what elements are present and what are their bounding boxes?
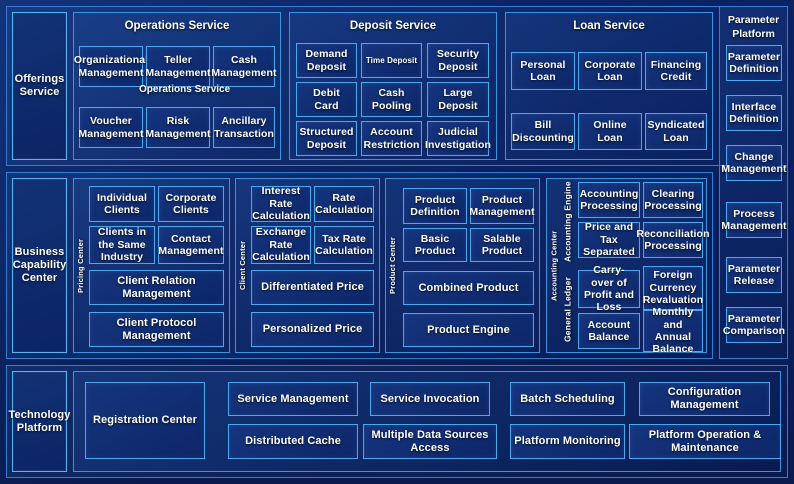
cell-platform-operation-and-maintenance[interactable]: Platform Operation & Maintenance	[629, 424, 781, 459]
cell-financing-credit[interactable]: Financing Credit	[645, 52, 707, 90]
cell-tax-rate-calculation[interactable]: Tax Rate Calculation	[314, 226, 374, 264]
cell-clearing-processing[interactable]: Clearing Processing	[643, 182, 703, 218]
cell-interface-definition[interactable]: Interface Definition	[726, 95, 782, 131]
cell-personal-loan[interactable]: Personal Loan	[511, 52, 575, 90]
cell-product-management[interactable]: Product Management	[469, 188, 534, 224]
vlabel-general-ledger: General Ledger	[562, 276, 573, 342]
cell-teller-management[interactable]: Teller Management	[145, 46, 211, 87]
cell-time-deposit[interactable]: Time Deposit	[361, 43, 422, 78]
cell-client-relation-management[interactable]: Client Relation Management	[89, 270, 224, 305]
cell-cash-management[interactable]: Cash Management	[211, 46, 276, 87]
cell-carry-over-of-profit-and-loss[interactable]: Carry-over of Profit and Loss	[578, 264, 640, 313]
cell-ancillary-transaction[interactable]: Ancillary Transaction	[213, 107, 275, 148]
cell-clients-in-the-same-industry[interactable]: Clients in the Same Industry	[89, 226, 155, 264]
cell-cash-pooling[interactable]: Cash Pooling	[361, 82, 422, 117]
cell-voucher-management[interactable]: Voucher Management	[78, 107, 143, 148]
cell-interest-rate-calculation[interactable]: Interest Rate Calculation	[251, 185, 311, 223]
vlabel-accounting-engine: Accounting Engine	[562, 181, 573, 263]
group-title-deposit-service: Deposit Service	[349, 20, 437, 32]
cell-online-loan[interactable]: Online Loan	[578, 113, 642, 150]
cell-security-deposit[interactable]: Security Deposit	[427, 43, 489, 78]
cell-account-restriction[interactable]: Account Restriction	[361, 121, 422, 156]
cell-corporate-clients[interactable]: Corporate Clients	[158, 186, 224, 222]
vlabel-product-center: Product Center	[388, 237, 397, 294]
cell-differentiated-price[interactable]: Differentiated Price	[251, 270, 374, 305]
cell-platform-monitoring[interactable]: Platform Monitoring	[510, 424, 625, 459]
cell-syndicated-loan[interactable]: Syndicated Loan	[645, 113, 707, 150]
cell-individual-clients[interactable]: Individual Clients	[89, 186, 155, 222]
cell-reconciliation-processing[interactable]: Reconciliation Processing	[636, 222, 709, 258]
cell-configuration-management[interactable]: Configuration Management	[639, 382, 770, 416]
stray-label-operations-service: Operations Service	[139, 84, 231, 95]
cell-price-and-tax-separated[interactable]: Price and Tax Separated	[578, 221, 640, 258]
cell-service-invocation[interactable]: Service Invocation	[370, 382, 490, 416]
cell-account-balance[interactable]: Account Balance	[578, 313, 640, 349]
cell-parameter-definition[interactable]: Parameter Definition	[726, 45, 782, 81]
cell-product-engine[interactable]: Product Engine	[403, 313, 534, 347]
cell-risk-management[interactable]: Risk Management	[145, 107, 211, 148]
cell-registration-center[interactable]: Registration Center	[85, 382, 205, 459]
group-title-loan-service: Loan Service	[573, 20, 645, 32]
cell-organizational-management[interactable]: Organizational Management	[74, 46, 148, 87]
cell-basic-product[interactable]: Basic Product	[403, 228, 467, 262]
group-title-operations-service: Operations Service	[124, 20, 230, 32]
cell-personalized-price[interactable]: Personalized Price	[251, 312, 374, 347]
cell-structured-deposit[interactable]: Structured Deposit	[296, 121, 357, 156]
cell-parameter-release[interactable]: Parameter Release	[726, 257, 782, 293]
cell-change-management[interactable]: Change Management	[721, 145, 786, 181]
cell-bill-discounting[interactable]: Bill Discounting	[511, 113, 575, 150]
vlabel-accounting-center: Accounting Center	[549, 230, 559, 301]
cell-corporate-loan[interactable]: Corporate Loan	[578, 52, 642, 90]
cell-client-protocol-management[interactable]: Client Protocol Management	[89, 312, 224, 347]
vlabel-client-center: Client Center	[238, 240, 247, 291]
cell-product-definition[interactable]: Product Definition	[403, 188, 467, 224]
cell-demand-deposit[interactable]: Demand Deposit	[296, 43, 357, 78]
cell-monthly-and-annual-balance[interactable]: Monthly and Annual Balance	[643, 306, 703, 355]
cell-large-deposit[interactable]: Large Deposit	[427, 82, 489, 117]
cell-distributed-cache[interactable]: Distributed Cache	[228, 424, 358, 459]
cell-combined-product[interactable]: Combined Product	[403, 271, 534, 305]
cell-rate-calculation[interactable]: Rate Calculation	[314, 186, 374, 222]
cell-foreign-currency-revaluation[interactable]: Foreign Currency Revaluation	[643, 266, 703, 310]
cell-judicial-investigation[interactable]: Judicial Investigation	[425, 121, 491, 156]
cell-contact-management[interactable]: Contact Management	[158, 226, 224, 264]
cell-debit-card[interactable]: Debit Card	[296, 82, 357, 117]
cell-service-management[interactable]: Service Management	[228, 382, 358, 416]
cell-process-management[interactable]: Process Management	[721, 202, 787, 238]
cell-accounting-processing[interactable]: Accounting Processing	[578, 182, 640, 218]
cell-parameter-comparison[interactable]: Parameter Comparison	[723, 307, 785, 343]
cell-exchange-rate-calculation[interactable]: Exchange Rate Calculation	[251, 226, 311, 264]
cell-batch-scheduling[interactable]: Batch Scheduling	[510, 382, 625, 416]
vlabel-pricing-center: Pricing Center	[76, 238, 85, 293]
cell-multiple-data-sources-access[interactable]: Multiple Data Sources Access	[363, 424, 497, 459]
cell-salable-product[interactable]: Salable Product	[470, 228, 534, 262]
